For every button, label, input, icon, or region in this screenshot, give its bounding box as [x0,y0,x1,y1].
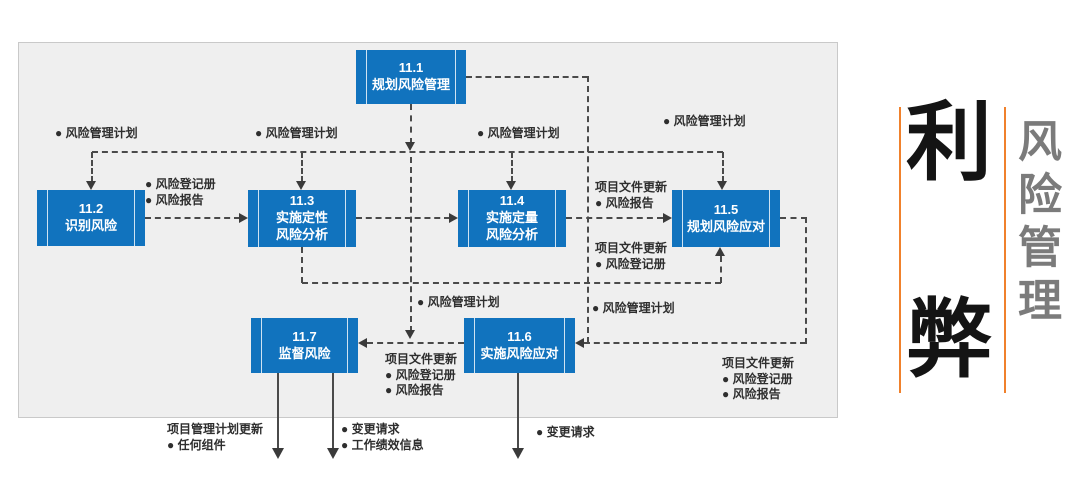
process-title: 实施风险应对 [480,345,559,361]
arrowhead-into-11-3 [296,181,306,190]
arrowhead-output-11-7-b [327,448,339,459]
connector-11-2-to-11-3 [145,217,240,219]
output-line-11-6 [517,373,519,449]
banner-char-benefit: 利 [906,95,992,191]
process-title: 规划风险管理 [371,77,450,92]
process-title: 规划风险应对 [686,218,765,234]
process-box-11-4[interactable]: 11.4 实施定量 风险分析 [458,190,566,247]
arrowhead-into-11-4 [506,181,516,190]
io-label-plan-1: ● 风险管理计划 [55,126,138,140]
connector-11-3-down [301,247,303,283]
io-label-docupdate-mid: 项目文件更新 ● 风险登记册 ● 风险报告 [385,352,458,398]
process-number: 11.1 [398,60,424,76]
process-box-11-3[interactable]: 11.3 实施定性 风险分析 [248,190,356,247]
io-label-plan-3: ● 风险管理计划 [477,126,560,140]
connector-11-6-to-11-7 [367,342,464,344]
io-label-pm-plan-update: 项目管理计划更新 ● 任何组件 [167,422,264,452]
arrowhead-output-11-7-a [272,448,284,459]
connector-far-right-drop [805,217,807,344]
process-title: 识别风险 [64,218,117,233]
connector-11-5-right [780,217,807,219]
process-number: 11.2 [78,201,104,217]
connector-drop-11-2 [91,152,93,182]
io-label-plan-6: ● 风险管理计划 [592,301,675,315]
accent-bar-left [899,107,901,393]
process-box-11-2[interactable]: 11.2 识别风险 [37,190,145,246]
connector-mid-rail [302,282,721,284]
arrowhead-11-1-out [405,142,415,151]
arrowhead-center-drop [405,330,415,339]
io-label-plan-2: ● 风险管理计划 [255,126,338,140]
connector-right-drop [587,76,589,343]
arrowhead-into-11-6-right [575,338,584,348]
arrowhead-output-11-6 [512,448,524,459]
arrowhead-into-11-2 [86,181,96,190]
banner-char-drawback: 弊 [906,292,992,388]
io-label-docupdate-register: 项目文件更新 ● 风险登记册 [595,241,668,271]
process-box-11-1[interactable]: 11.1 规划风险管理 [356,50,466,104]
process-title: 实施定量 风险分析 [485,210,538,242]
connector-center-drop [410,157,412,332]
io-label-change-request-perf: ● 变更请求 ● 工作绩效信息 [341,422,424,452]
banner-vertical-title: 风险管理 [1011,118,1060,330]
output-line-11-7-a [277,373,279,449]
process-number: 11.3 [289,193,315,209]
arrowhead-into-11-5-bottom [715,247,725,256]
process-number: 11.6 [507,328,532,344]
connector-11-1-right [466,76,588,78]
process-number: 11.4 [499,193,525,209]
arrowhead-into-11-4-left [449,213,458,223]
connector-drop-11-5 [722,152,724,182]
connector-drop-11-4 [511,152,513,182]
connector-11-4-to-11-5 [566,217,663,219]
process-number: 11.7 [292,328,317,344]
output-line-11-7-b [332,373,334,449]
io-label-plan-4: ● 风险管理计划 [663,114,746,128]
connector-into-11-6 [584,342,806,344]
io-label-plan-5: ● 风险管理计划 [417,295,500,309]
process-title: 实施定性 风险分析 [275,210,328,242]
process-title: 监督风险 [278,345,331,361]
io-label-change-request: ● 变更请求 [536,425,595,439]
arrowhead-into-11-5-left [663,213,672,223]
io-label-docupdate-report: 项目文件更新 ● 风险报告 [595,180,668,210]
arrowhead-into-11-5-top [717,181,727,190]
process-box-11-5[interactable]: 11.5 规划风险应对 [672,190,780,247]
process-number: 11.5 [713,201,739,217]
process-box-11-7[interactable]: 11.7 监督风险 [251,318,358,373]
arrowhead-into-11-7-right [358,338,367,348]
io-label-register-report: ● 风险登记册 ● 风险报告 [145,177,216,207]
connector-top-rail [92,151,723,153]
connector-drop-11-3 [301,152,303,182]
connector-11-5-up [720,256,722,283]
io-label-docupdate-right: 项目文件更新 ● 风险登记册 ● 风险报告 [722,356,795,402]
arrowhead-into-11-3-left [239,213,248,223]
connector-11-1-out [410,104,412,144]
connector-11-3-to-11-4 [356,217,450,219]
process-box-11-6[interactable]: 11.6 实施风险应对 [464,318,575,373]
accent-bar-right [1004,107,1006,393]
